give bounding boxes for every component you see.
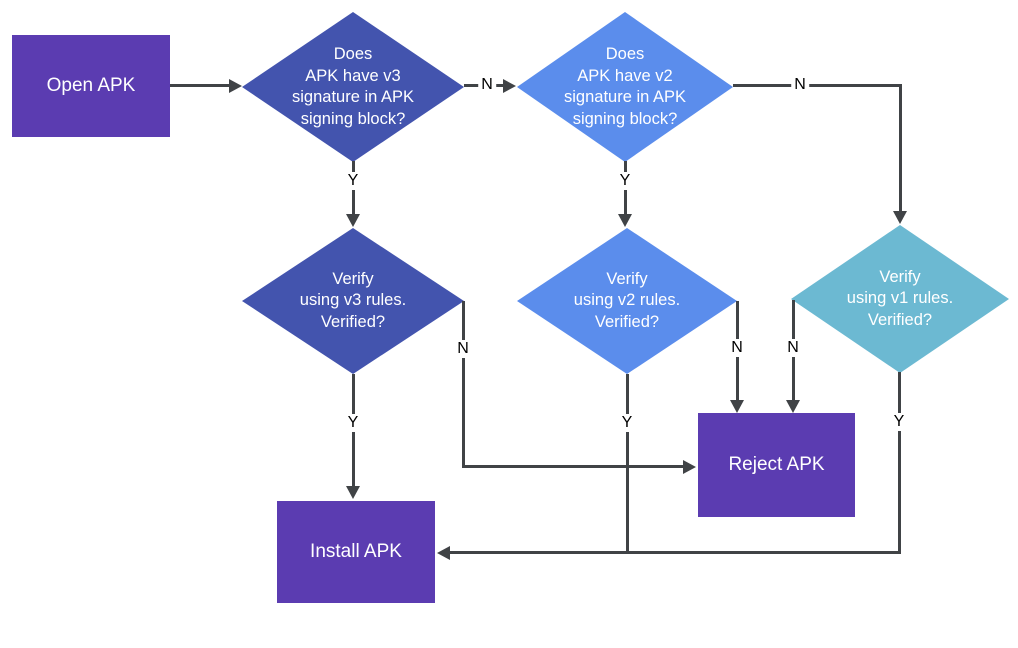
edge-qv2-no-label: N [791,76,809,94]
edge-verifyv3-no-segment-v [461,301,465,468]
edge-verifyv3-no-label: N [454,340,472,358]
node-question-v3-label: Does APK have v3 signature in APK signin… [292,45,414,128]
node-verify-v1-label: Verify using v1 rules. Verified? [846,267,954,329]
node-verify-v3: Verify using v3 rules. Verified? [242,228,464,374]
edge-verifyv2-no-label: N [728,339,746,357]
edge-qv3-no-arrowhead [503,78,516,93]
edge-verifyv1-no-label: N [784,339,802,357]
node-verify-v1: Verify using v1 rules. Verified? [791,225,1009,373]
edge-open-to-qv3-arrowhead [229,78,242,93]
node-open-apk: Open APK [12,35,170,137]
edge-qv2-yes-label: Y [616,172,634,190]
node-verify-v2: Verify using v2 rules. Verified? [517,228,737,374]
edge-verifyv2-yes-segment [625,374,629,554]
node-question-v2-signature: Does APK have v2 signature in APK signin… [517,12,733,162]
edge-verifyv1-yes-label: Y [890,413,908,431]
node-verify-v3-label: Verify using v3 rules. Verified? [299,269,407,331]
edge-verifyv1-no-arrowhead [786,400,800,413]
edge-qv2-no-segment-v [898,84,902,211]
node-question-v3-signature: Does APK have v3 signature in APK signin… [242,12,464,162]
edge-verifyv1-yes-segment-h [450,551,900,554]
node-open-apk-label: Open APK [46,75,136,96]
edge-verifyv3-no-segment-h [461,465,684,468]
edge-qv3-yes-arrowhead [346,214,360,227]
edge-verifyv2-no-arrowhead [730,400,744,413]
node-reject-apk: Reject APK [698,413,855,517]
edge-verifyv3-yes-label: Y [344,414,362,432]
edge-qv2-yes-arrowhead [618,214,632,227]
node-install-apk: Install APK [277,501,435,603]
edge-verifyv3-yes-arrowhead [346,486,360,499]
node-question-v2-label: Does APK have v2 signature in APK signin… [564,45,686,128]
edge-qv3-yes-label: Y [344,172,362,190]
edge-verifyv1-yes-segment-v [897,372,901,554]
edge-qv2-no-segment-h [733,84,900,87]
edge-open-to-qv3-segment [170,84,230,87]
node-verify-v2-label: Verify using v2 rules. Verified? [573,269,681,331]
edge-verifyv2-yes-label: Y [618,414,636,432]
node-install-apk-label: Install APK [310,541,402,562]
edge-verifyv3-no-arrowhead [683,459,696,474]
edge-qv2-no-arrowhead [893,211,907,224]
node-reject-apk-label: Reject APK [728,454,825,475]
edge-qv3-no-label: N [478,76,496,94]
edge-verifyv1-yes-arrowhead [437,545,450,560]
